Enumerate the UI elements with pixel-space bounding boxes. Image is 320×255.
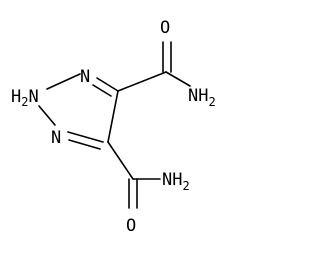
carboxamide-upper [117,41,191,92]
bond-n1-c5-double [68,139,101,150]
bond-n2-n1 [38,105,56,126]
bond-c5-c4 [107,90,119,143]
atom-n2-h: H2N [11,87,39,109]
atom-n1: N [51,128,61,148]
structure-diagram: N H2N N O NH2 O NH2 [11,18,216,236]
carboxamide-lower [107,141,161,209]
bond-carbonyl-n [165,71,191,87]
bond-n1-c5 [67,131,104,143]
bond-c5-carbonyl [107,141,134,180]
atom-nh2-lower: NH2 [162,170,190,193]
bond-c4-n3 [96,77,119,92]
atom-o-lower: O [126,216,136,236]
bond-n3-n2 [46,73,81,90]
atom-n3: N [80,67,90,87]
atom-o-upper: O [160,18,170,38]
bond-c4-carbonyl [117,71,167,92]
triazole-ring [38,73,119,150]
bond-c4-n3-double [92,84,112,97]
atom-nh2-upper: NH2 [188,86,216,109]
